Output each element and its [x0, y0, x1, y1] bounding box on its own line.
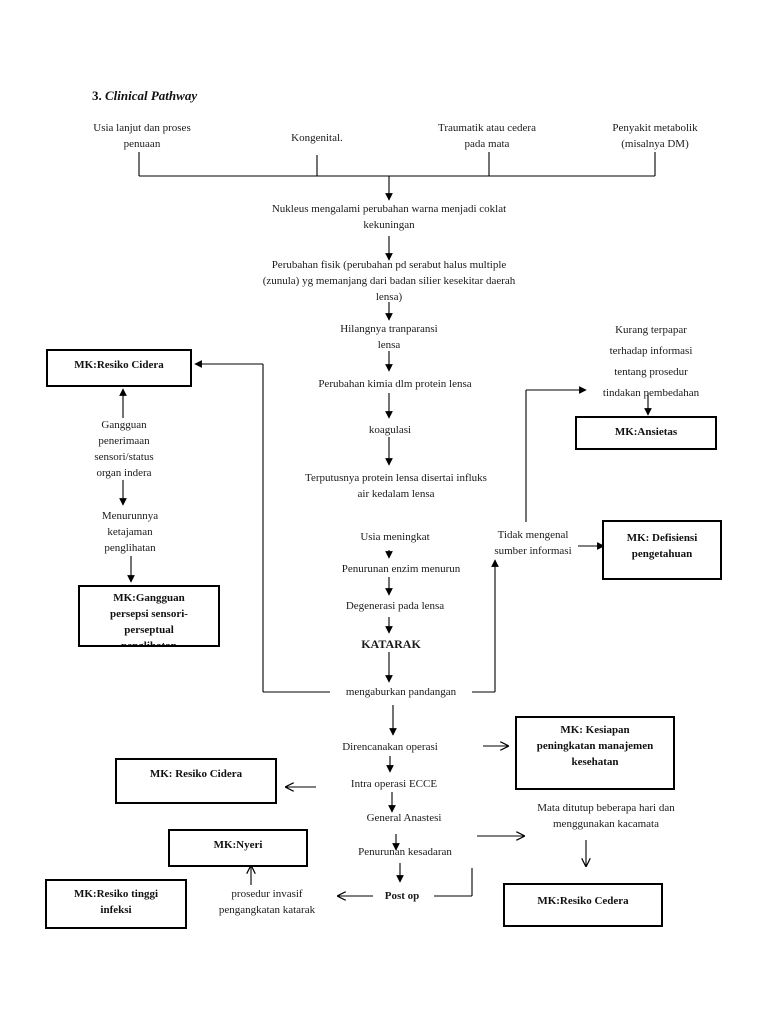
right-tidak-mengenal: Tidak mengenal sumber informasi — [494, 529, 572, 557]
cause-penyakit-metabolik: Penyakit metabolik (misalnya DM) — [612, 122, 698, 150]
step-perubahan-fisik: Perubahan fisik (perubahan pd serabut ha… — [262, 259, 516, 303]
step-penurunan-kesadaran: Penurunan kesadaran — [358, 846, 452, 858]
box-nyeri: MK:Nyeri — [168, 829, 308, 867]
title-text: Clinical Pathway — [105, 88, 198, 103]
box-gangguan-persepsi: MK:Gangguan persepsi sensori- perseptual… — [78, 585, 220, 647]
page-title: 3. Clinical Pathway — [92, 88, 197, 104]
cause-usia-lanjut: Usia lanjut dan proses penuaan — [93, 122, 191, 150]
step-post-op: Post op — [384, 890, 420, 902]
step-degenerasi: Degenerasi pada lensa — [345, 600, 445, 612]
box-resiko-tinggi-infeksi: MK:Resiko tinggi infeksi — [45, 879, 187, 929]
step-penurunan-enzim: Penurunan enzim menurun — [341, 563, 461, 575]
step-intra-operasi: Intra operasi ECCE — [350, 778, 438, 790]
step-perubahan-kimia: Perubahan kimia dlm protein lensa — [318, 378, 472, 390]
step-katarak: KATARAK — [361, 637, 421, 651]
right-kurang-terpapar: Kurang terpapar terhadap informasi tenta… — [602, 324, 700, 399]
step-terputusnya: Terputusnya protein lensa disertai influ… — [305, 472, 487, 500]
step-general-anastesi: General Anastesi — [366, 812, 442, 824]
step-mengaburkan-pandangan: mengaburkan pandangan — [345, 686, 457, 698]
step-usia-meningkat: Usia meningkat — [360, 531, 430, 543]
right-mata-ditutup: Mata ditutup beberapa hari dan menggunak… — [537, 802, 675, 830]
cause-traumatik: Traumatik atau cedera pada mata — [438, 122, 536, 150]
step-prosedur-invasif: prosedur invasif pengangkatan katarak — [218, 888, 316, 916]
step-direncanakan-operasi: Direncanakan operasi — [342, 741, 438, 753]
box-defisiensi-pengetahuan: MK: Defisiensi pengetahuan — [602, 520, 722, 580]
cause-kongenital: Kongenital. — [291, 132, 343, 144]
step-koagulasi: koagulasi — [368, 424, 412, 436]
title-number: 3. — [92, 88, 102, 103]
left-gangguan-penerimaan: Gangguan penerimaan sensori/status organ… — [94, 419, 154, 479]
step-hilangnya-transparansi: Hilangnya tranparansi lensa — [340, 323, 438, 351]
box-resiko-cedera: MK:Resiko Cedera — [503, 883, 663, 927]
step-nukleus: Nukleus mengalami perubahan warna menjad… — [271, 203, 507, 231]
box-kesiapan-peningkatan: MK: Kesiapan peningkatan manajemen keseh… — [515, 716, 675, 790]
box-resiko-cidera-mid: MK: Resiko Cidera — [115, 758, 277, 804]
left-menurunnya-ketajaman: Menurunnya ketajaman penglihatan — [101, 510, 159, 554]
box-ansietas: MK:Ansietas — [575, 416, 717, 450]
box-resiko-cidera-top: MK:Resiko Cidera — [46, 349, 192, 387]
